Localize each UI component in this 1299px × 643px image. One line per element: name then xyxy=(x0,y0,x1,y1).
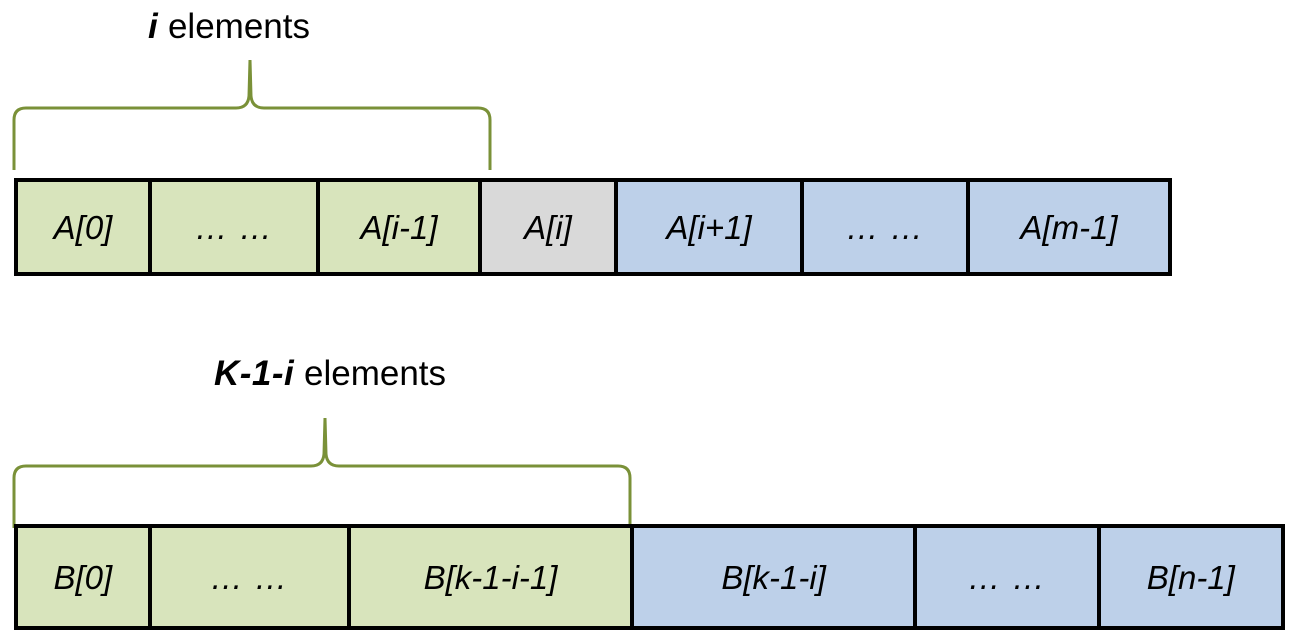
array-a-row: A[0] … … A[i-1] A[i] A[i+1] … … A[m-1] xyxy=(14,178,1172,276)
array-a-cell-2[interactable]: A[i-1] xyxy=(320,182,478,272)
brace-label-k-1-i: K-1-i elements xyxy=(214,356,446,391)
array-a-cell-0[interactable]: A[0] xyxy=(18,182,148,272)
array-b-cell-2[interactable]: B[k-1-i-1] xyxy=(350,528,631,626)
array-a-cell-3[interactable]: A[i] xyxy=(482,182,614,272)
array-b-cell-0[interactable]: B[0] xyxy=(18,528,148,626)
array-b-row: B[0] … … B[k-1-i-1] B[k-1-i] … … B[n-1] xyxy=(14,524,1285,630)
brace-label-i-variable: i xyxy=(148,7,159,46)
brace-k-1-i-svg xyxy=(12,416,632,530)
array-b-cell-4[interactable]: … … xyxy=(917,528,1097,626)
array-a-cell-4[interactable]: A[i+1] xyxy=(618,182,800,272)
brace-label-k-1-i-variable: K-1-i xyxy=(214,354,295,393)
brace-label-i-rest: elements xyxy=(158,7,310,46)
brace-i-shape xyxy=(8,58,508,172)
array-a-cell-6[interactable]: A[m-1] xyxy=(970,182,1168,272)
brace-i-svg xyxy=(12,58,492,172)
brace-label-k-1-i-rest: elements xyxy=(294,354,447,393)
brace-label-i: i elements xyxy=(148,9,310,44)
array-b-cell-1[interactable]: … … xyxy=(151,528,347,626)
array-b-cell-5[interactable]: B[n-1] xyxy=(1100,528,1282,626)
array-a-cell-1[interactable]: … … xyxy=(152,182,316,272)
array-b-cell-3[interactable]: B[k-1-i] xyxy=(634,528,914,626)
brace-k-1-i-shape xyxy=(8,416,658,530)
array-a-cell-5[interactable]: … … xyxy=(804,182,966,272)
